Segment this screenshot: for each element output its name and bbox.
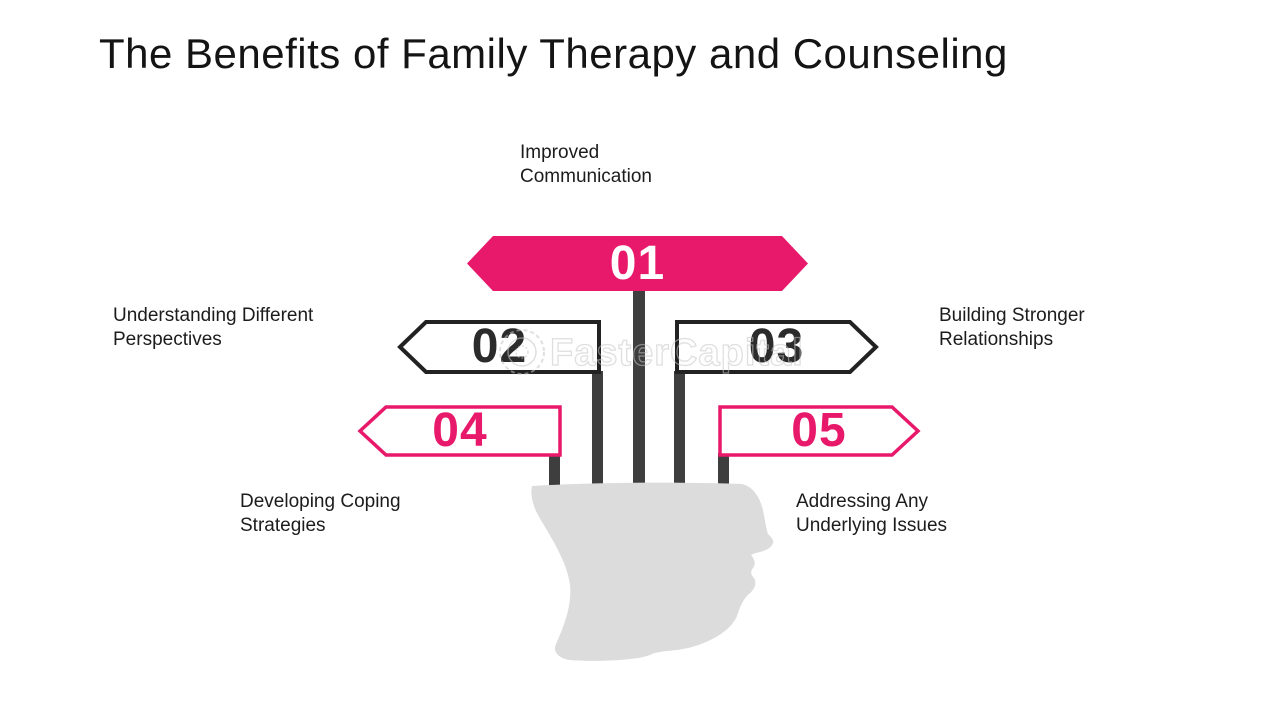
post-sign-02 bbox=[592, 371, 603, 490]
label-building-relationships: Building Stronger Relationships bbox=[939, 305, 1085, 350]
sign-01-shape bbox=[467, 236, 808, 291]
sign-04: 04 bbox=[357, 404, 562, 457]
sign-01-number: 01 bbox=[609, 236, 666, 290]
sign-05: 05 bbox=[718, 404, 921, 457]
post-sign-05 bbox=[718, 453, 729, 490]
post-sign-01 bbox=[633, 288, 645, 490]
sign-01: 01 bbox=[467, 236, 808, 291]
page-title: The Benefits of Family Therapy and Couns… bbox=[99, 30, 1008, 77]
sign-05-number: 05 bbox=[791, 404, 847, 457]
sign-04-shape bbox=[357, 405, 562, 457]
label-improved-communication: Improved Communication bbox=[520, 142, 652, 187]
post-sign-03 bbox=[674, 371, 685, 490]
sign-04-number: 04 bbox=[432, 404, 488, 457]
watermark-text: FasterCapital bbox=[550, 332, 804, 374]
label-coping-strategies: Developing Coping Strategies bbox=[240, 491, 401, 536]
sign-03: 03 bbox=[675, 320, 879, 374]
sign-03-number: 03 bbox=[748, 320, 805, 373]
sign-05-shape bbox=[718, 405, 921, 457]
head-silhouette bbox=[531, 482, 774, 661]
gear-icon bbox=[499, 329, 545, 375]
watermark: FasterCapital bbox=[499, 329, 804, 375]
sign-02-shape bbox=[397, 320, 601, 374]
label-understanding-perspectives: Understanding Different Perspectives bbox=[113, 305, 314, 350]
sign-03-shape bbox=[675, 320, 879, 374]
post-sign-04 bbox=[549, 453, 560, 490]
label-underlying-issues: Addressing Any Underlying Issues bbox=[796, 491, 948, 536]
